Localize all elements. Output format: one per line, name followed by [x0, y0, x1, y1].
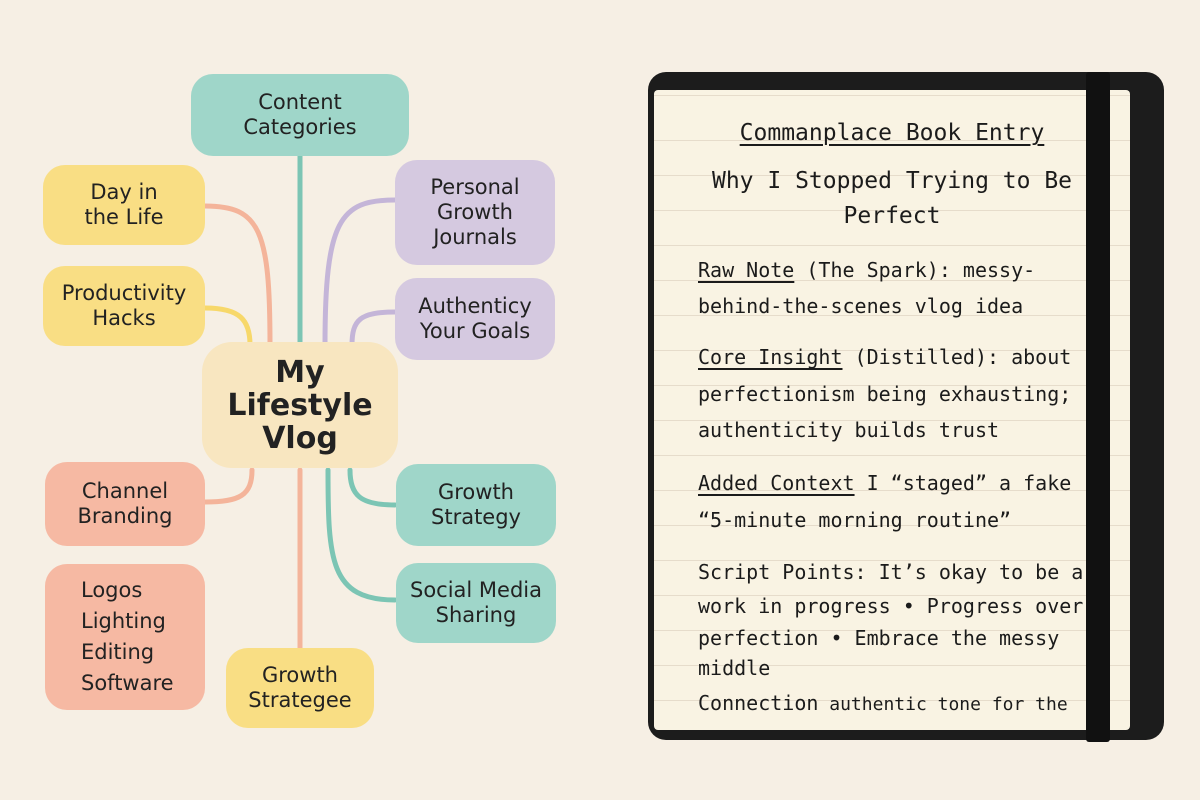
core-insight-label: Core Insight — [698, 345, 843, 369]
entry-title-line-2: Perfect — [843, 203, 941, 229]
connector-channel-branding — [202, 467, 255, 505]
node-channel-branding[interactable]: Channel Branding — [45, 462, 205, 546]
added-context-line-2: “5-minute morning routine” — [698, 508, 1012, 532]
node-growth-strategee[interactable]: Growth Strategee — [226, 648, 374, 728]
connector-growth-strategy — [347, 467, 398, 508]
node-center-my-lifestyle-vlog[interactable]: My Lifestyle Vlog — [202, 342, 398, 468]
connection-line: Connection authentic tone for the — [698, 691, 1068, 715]
entry-title-line-1: Why I Stopped Trying to Be — [711, 168, 1073, 194]
notebook-elastic-band — [1086, 72, 1110, 742]
node-authenticity-goals[interactable]: Authenticy Your Goals — [395, 278, 555, 360]
core-insight-line-3: authenticity builds trust — [698, 418, 1000, 442]
node-branding-list[interactable]: Logos Lighting Editing Software — [45, 564, 205, 710]
node-personal-growth-journals[interactable]: Personal Growth Journals — [395, 160, 555, 265]
node-content-categories[interactable]: Content Categories — [191, 74, 409, 156]
connector-productivity — [202, 305, 253, 348]
node-growth-strategy[interactable]: Growth Strategy — [396, 464, 556, 546]
script-points-line-4: middle — [698, 656, 771, 680]
raw-note-text: (The Spark): messy- — [794, 258, 1036, 282]
node-social-media-sharing[interactable]: Social Media Sharing — [396, 563, 556, 643]
entry-heading: Commanplace Book Entry — [739, 120, 1045, 146]
script-points-line-2: work in progress • Progress over — [698, 594, 1084, 618]
notebook-page: Commanplace Book Entry Why I Stopped Try… — [654, 90, 1130, 730]
core-insight-line-1: Core Insight (Distilled): about — [698, 345, 1071, 369]
connector-day-in-life — [202, 203, 273, 348]
added-context-text: I “staged” a fake — [854, 471, 1072, 495]
added-context-label: Added Context — [698, 471, 855, 495]
core-insight-line-2: perfectionism being exhausting; — [698, 382, 1072, 406]
added-context-line-1: Added Context I “staged” a fake — [698, 471, 1071, 495]
raw-note-line-2: behind-the-scenes vlog idea — [698, 294, 1024, 318]
node-day-in-life[interactable]: Day in the Life — [43, 165, 205, 245]
connector-personal-growth — [322, 197, 398, 348]
raw-note-line-1: Raw Note (The Spark): messy- — [698, 258, 1035, 282]
mind-map-connectors — [202, 152, 398, 651]
script-points-line-3: perfection • Embrace the messy — [698, 626, 1060, 650]
raw-note-label: Raw Note — [698, 258, 795, 282]
connection-label: Connection — [698, 691, 819, 715]
node-productivity-hacks[interactable]: Productivity Hacks — [43, 266, 205, 346]
script-points-line-1: Script Points: It’s okay to be a — [698, 560, 1084, 584]
mind-map: Content Categories Day in the Life Produ… — [43, 74, 556, 728]
connector-social-media — [325, 467, 398, 603]
connector-authenticity — [349, 309, 398, 348]
core-insight-text: (Distilled): about — [842, 345, 1072, 369]
connection-text: authentic tone for the — [818, 694, 1068, 715]
